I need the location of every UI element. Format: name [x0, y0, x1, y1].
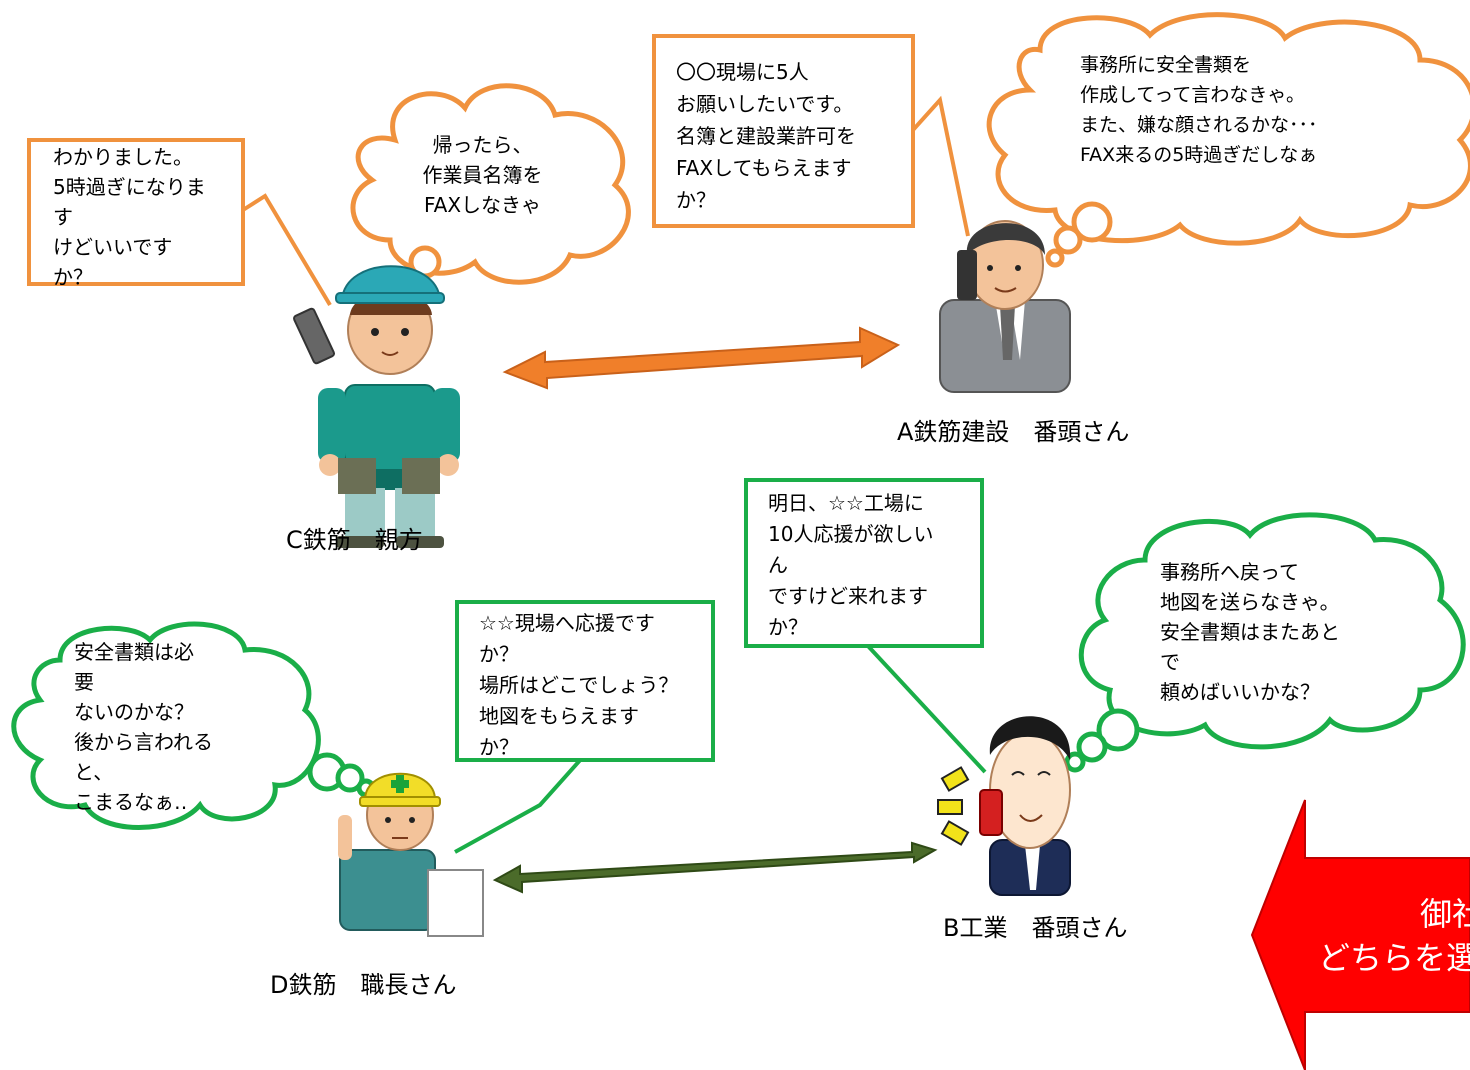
b-bantou-label: B工業 番頭さん: [943, 914, 1128, 942]
b-thought-cloud: [1064, 512, 1466, 773]
d-b-double-arrow: [492, 841, 938, 894]
speech-line: か？: [479, 642, 519, 666]
speech-line: 地図をもらえます: [479, 704, 639, 728]
c-speech-tail: [241, 193, 332, 307]
speech-line: か？: [676, 188, 716, 212]
businessman-on-phone-icon: [939, 220, 1071, 393]
speech-line: 名簿と建設業許可を: [676, 124, 856, 148]
thought-line: 作成してって言わなきゃ。: [1080, 84, 1305, 106]
a-request-speech-box: 〇〇現場に5人 お願いしたいです。 名簿と建設業許可を FAXしてもらえます か…: [652, 34, 915, 228]
a-thought-cloud: [986, 12, 1470, 268]
thought-line: 作業員名簿を: [422, 163, 543, 187]
thought-line: ないのかな？: [74, 700, 194, 724]
man-with-ringing-phone-icon: [937, 716, 1071, 896]
a-speech-tail: [911, 95, 970, 237]
speech-line: か？: [479, 735, 519, 759]
callout-line-2: どちらを選: [1318, 939, 1470, 977]
thought-line: 後から言われる: [74, 730, 213, 754]
d-thought-cloud: [11, 621, 376, 830]
worker-with-phone-icon: [293, 265, 460, 548]
thought-line: 安全書類はまたあと: [1160, 620, 1340, 644]
d-speech-tail: [454, 756, 584, 854]
b-request-speech-box: 明日、☆☆工場に 10人応援が欲しい ん ですけど来れます か？: [744, 478, 984, 648]
thought-line: 帰ったら、: [432, 133, 533, 157]
thought-line: で: [1160, 650, 1180, 674]
speech-line: ですけど来れます: [768, 584, 928, 608]
thought-line: 地図を送らなきゃ。: [1160, 590, 1340, 614]
d-reply-speech-box: ☆☆現場へ応援です か？ 場所はどこでしょう？ 地図をもらえます か？: [455, 600, 715, 762]
thought-line: 事務所へ戻って: [1160, 560, 1299, 584]
speech-line: けどいいです: [53, 235, 173, 259]
a-bantou-label: A鉄筋建設 番頭さん: [897, 418, 1130, 446]
foreman-with-document-icon: [338, 772, 484, 937]
d-thought-text: 安全書類は必 要 ないのかな？ 後から言われる と、 こまるなぁ‥: [74, 637, 213, 817]
d-shokucho-label: D鉄筋 職長さん: [270, 971, 457, 999]
speech-line: ん: [768, 553, 788, 577]
speech-line: 明日、☆☆工場に: [768, 491, 924, 515]
c-thought-cloud: [350, 83, 631, 297]
speech-line: す: [53, 205, 73, 229]
c-thought-text: 帰ったら、 作業員名簿を FAXしなきゃ: [400, 130, 565, 220]
thought-line: 要: [74, 670, 94, 694]
c-reply-speech-box: わかりました。 5時過ぎになりま す けどいいです か？: [27, 138, 245, 289]
b-speech-tail: [866, 644, 987, 774]
thought-line: FAX来るの5時過ぎだしなぁ: [1080, 144, 1318, 166]
thought-line: また、嫌な顔されるかな･･･: [1080, 114, 1318, 136]
c-a-double-arrow: [502, 326, 901, 390]
speech-line: 10人応援が欲しい: [768, 522, 934, 546]
speech-line: FAXしてもらえます: [676, 156, 852, 180]
thought-line: 事務所に安全書類を: [1080, 54, 1252, 76]
thought-line: 頼めばいいかな？: [1160, 680, 1320, 704]
thought-line: FAXしなきゃ: [423, 193, 542, 217]
thought-line: 安全書類は必: [74, 640, 194, 664]
c-oyakata-label: C鉄筋 親方: [286, 526, 423, 554]
speech-line: わかりました。: [53, 145, 193, 169]
speech-line: ☆☆現場へ応援です: [479, 611, 655, 635]
speech-line: お願いしたいです。: [676, 92, 854, 116]
speech-line: 場所はどこでしょう？: [479, 673, 679, 697]
speech-line: 〇〇現場に5人: [676, 60, 809, 84]
b-thought-text: 事務所へ戻って 地図を送らなきゃ。 安全書類はまたあと で 頼めばいいかな？: [1160, 557, 1340, 707]
speech-line: か？: [53, 265, 93, 289]
thought-line: と、: [74, 760, 114, 784]
speech-line: か？: [768, 615, 808, 639]
red-callout-arrow: [1250, 799, 1470, 1070]
callout-line-1: 御社: [1420, 895, 1470, 933]
thought-line: こまるなぁ‥: [74, 790, 188, 814]
a-thought-text: 事務所に安全書類を 作成してって言わなきゃ。 また、嫌な顔されるかな･･･ FA…: [1080, 50, 1318, 170]
speech-line: 5時過ぎになりま: [53, 175, 206, 199]
